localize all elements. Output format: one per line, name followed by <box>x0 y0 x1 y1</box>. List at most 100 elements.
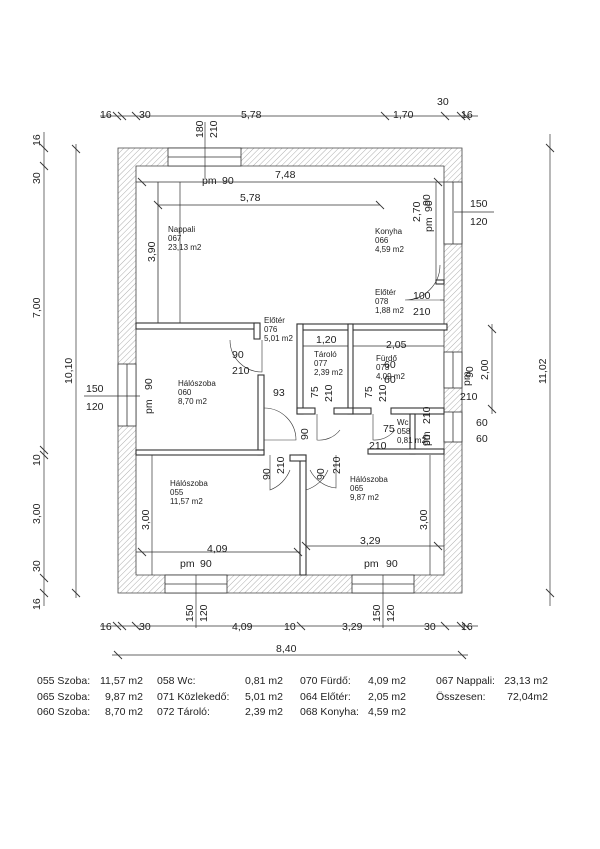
bottom-dim-16a: 16 <box>100 621 112 633</box>
window-pm-value: 90 <box>222 175 234 187</box>
legend-label: Összesen: <box>436 690 486 703</box>
bottom-dim-409: 4,09 <box>232 621 253 633</box>
total-height-left: 10,10 <box>63 358 75 384</box>
nappali-width: 7,48 <box>275 169 296 181</box>
bottom-dim-16b: 16 <box>461 621 473 633</box>
outer-walls <box>117 147 463 594</box>
window-pm-label: pm <box>143 399 155 414</box>
room-name: Wc <box>397 418 409 427</box>
inner-dimensions <box>136 177 444 575</box>
room-code: 066 <box>375 236 389 245</box>
room-halo-065: Hálószoba 065 9,87 m2 <box>350 475 388 502</box>
door-label: 75 <box>383 423 395 435</box>
room-area: 9,87 m2 <box>350 493 379 502</box>
legend-value: 4,09 m2 <box>368 675 406 687</box>
tarolo-width: 1,20 <box>316 334 337 346</box>
top-dim-30a: 30 <box>139 109 151 121</box>
legend-label: 067 Nappali: <box>436 675 495 687</box>
legend-value: 4,59 m2 <box>368 706 406 718</box>
legend-row: Összesen: 72,04m2 <box>436 690 548 706</box>
furdo-width: 2,05 <box>386 339 407 351</box>
halo055-height: 3,00 <box>140 509 152 530</box>
room-konyha: Konyha 066 4,59 m2 <box>375 227 404 254</box>
legend-label: 068 Konyha: <box>300 706 359 718</box>
legend-value: 8,70 m2 <box>105 706 143 718</box>
left-dim-300: 3,00 <box>31 503 43 524</box>
room-name: Előtér <box>264 316 285 325</box>
legend-value: 5,01 m2 <box>245 690 283 703</box>
window-pm-label: pm <box>364 558 379 570</box>
konyha-height: 2,70 <box>411 201 423 222</box>
room-name: Konyha <box>375 227 403 236</box>
legend-label: 064 Előtér: <box>300 690 351 703</box>
door-label: 210 <box>421 406 433 424</box>
left-dim-700: 7,00 <box>31 297 43 318</box>
legend-row: 065 Szoba:9,87 m2 <box>37 690 143 706</box>
room-name: Hálószoba <box>170 479 208 488</box>
legend-value: 2,39 m2 <box>245 706 283 718</box>
door-label: 210 <box>323 384 335 402</box>
door-label: 75 <box>363 386 375 398</box>
bottom-dim-30b: 30 <box>424 621 436 633</box>
total-height-right: 11,02 <box>537 358 549 384</box>
room-code: 065 <box>350 484 364 493</box>
bottom-dim-10: 10 <box>284 621 296 633</box>
legend-value: 72,04m2 <box>507 690 548 703</box>
left-dim-16b: 16 <box>31 598 43 610</box>
door-label: 210 <box>232 365 250 377</box>
door-label: 60 <box>476 433 488 445</box>
legend-label: 065 Szoba: <box>37 690 91 703</box>
furdo-height: 2,00 <box>479 359 491 380</box>
left-dim-10: 10 <box>31 454 43 466</box>
window-pm-value: 90 <box>143 378 155 390</box>
room-name: Tároló <box>314 350 337 359</box>
legend-value: 11,57 m2 <box>100 675 143 687</box>
door-label: 60 <box>384 359 396 371</box>
legend-label: 058 Wc: <box>157 675 196 687</box>
legend-row: 072 Tároló:2,39 m2 <box>157 705 283 721</box>
room-area: 0,81 m2 <box>397 436 426 445</box>
door-label: 90 <box>464 366 476 378</box>
door-label: 210 <box>460 391 478 403</box>
door-label: 90 <box>299 428 311 440</box>
room-code: 060 <box>178 388 192 397</box>
left-dim-30b: 30 <box>31 560 43 572</box>
door-label: 90 <box>315 468 327 480</box>
right-dimension-chain <box>487 134 555 606</box>
door-label: 90 <box>261 468 273 480</box>
left-window-120: 120 <box>86 401 104 413</box>
room-name: Fürdő <box>376 354 397 363</box>
door-label: 75 <box>309 386 321 398</box>
window-pm-label: pm <box>461 371 473 386</box>
bottom-window-150a: 150 <box>184 604 196 622</box>
door-label: 60 <box>476 417 488 429</box>
legend-label: 071 Közlekedő: <box>157 690 230 703</box>
room-code: 055 <box>170 488 184 497</box>
top-dim-578: 5,78 <box>241 109 262 121</box>
legend-row: 071 Közlekedő: 5,01 m2 <box>157 690 283 706</box>
legend-row: 070 Fürdő:4,09 m2 <box>300 674 406 690</box>
bottom-window-120a: 120 <box>198 604 210 622</box>
door-label: 90 <box>421 434 433 446</box>
door-label: 93 <box>273 387 285 399</box>
interior-walls <box>135 182 448 576</box>
door-label: 210 <box>275 456 287 474</box>
bottom-dim-329: 3,29 <box>342 621 363 633</box>
door-label: 90 <box>232 349 244 361</box>
door-label: 210 <box>331 456 343 474</box>
top-dim-16b: 16 <box>461 109 473 121</box>
door-label: 210 <box>413 306 431 318</box>
room-area: 5,01 m2 <box>264 334 293 343</box>
room-wc: Wc 058 0,81 m2 <box>397 418 426 445</box>
room-code: 077 <box>314 359 328 368</box>
window-pm-label: pm <box>421 431 433 446</box>
room-code: 078 <box>375 297 389 306</box>
left-dim-16a: 16 <box>31 134 43 146</box>
room-tarolo: Tároló 077 2,39 m2 <box>314 350 343 377</box>
door-label: 100 <box>413 290 431 302</box>
legend-column-2: 058 Wc:0,81 m2 071 Közlekedő:5,01 m2 072… <box>157 674 283 721</box>
top-dim-170: 1,70 <box>393 109 414 121</box>
legend-column-4: 067 Nappali:23,13 m2 Összesen:72,04m2 <box>436 674 548 705</box>
halo065-height: 3,00 <box>418 509 430 530</box>
legend-label: 060 Szoba: <box>37 706 91 718</box>
